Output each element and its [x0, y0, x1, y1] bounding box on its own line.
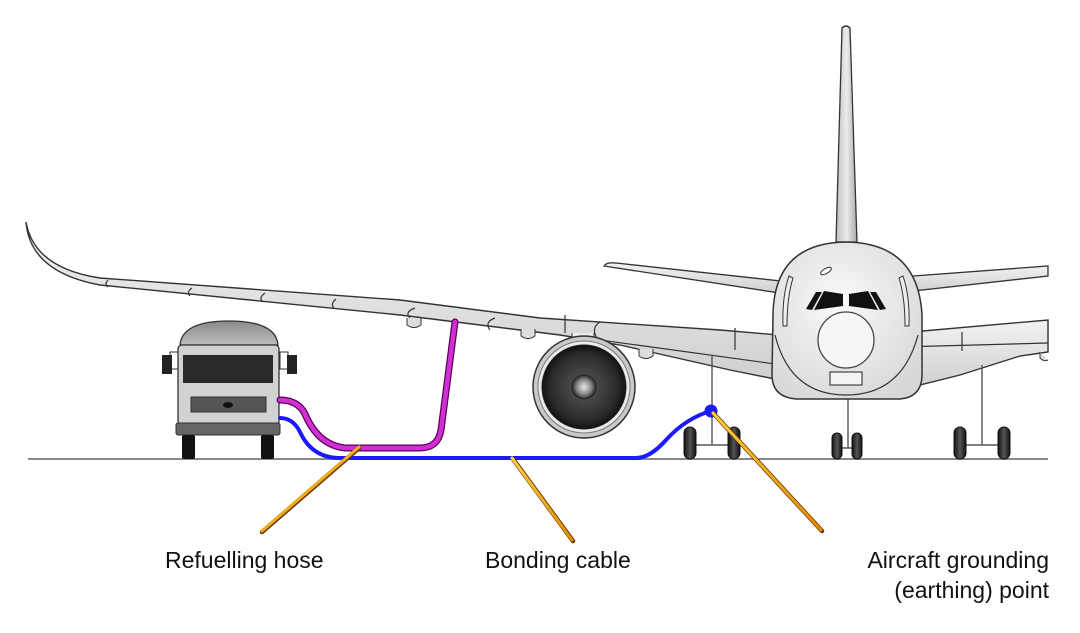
- bonding-cable: [278, 409, 713, 460]
- fuel-truck: [162, 320, 297, 459]
- label-grounding-point: Aircraft grounding (earthing) point: [867, 545, 1049, 605]
- leader-hose: [259, 445, 362, 535]
- refuelling-hose: [276, 318, 459, 452]
- left-wing: [25, 221, 791, 383]
- label-refuelling-hose: Refuelling hose: [165, 547, 324, 573]
- cockpit-windows: [806, 291, 886, 310]
- nose-gear: [831, 390, 863, 460]
- label-bonding-cable: Bonding cable: [485, 547, 631, 573]
- leader-cable: [510, 456, 576, 544]
- horizontal-stabiliser-right: [899, 265, 1049, 293]
- main-gear-left: [683, 355, 741, 460]
- label-grounding-point-line2: (earthing) point: [894, 577, 1049, 603]
- horizontal-stabiliser-left: [603, 262, 791, 295]
- aircraft-nose: [771, 241, 923, 400]
- label-grounding-point-line1: Aircraft grounding: [867, 547, 1049, 573]
- engine: [532, 335, 636, 439]
- main-gear-right: [953, 365, 1011, 460]
- leader-ground: [711, 411, 825, 534]
- tail-fin: [835, 25, 858, 243]
